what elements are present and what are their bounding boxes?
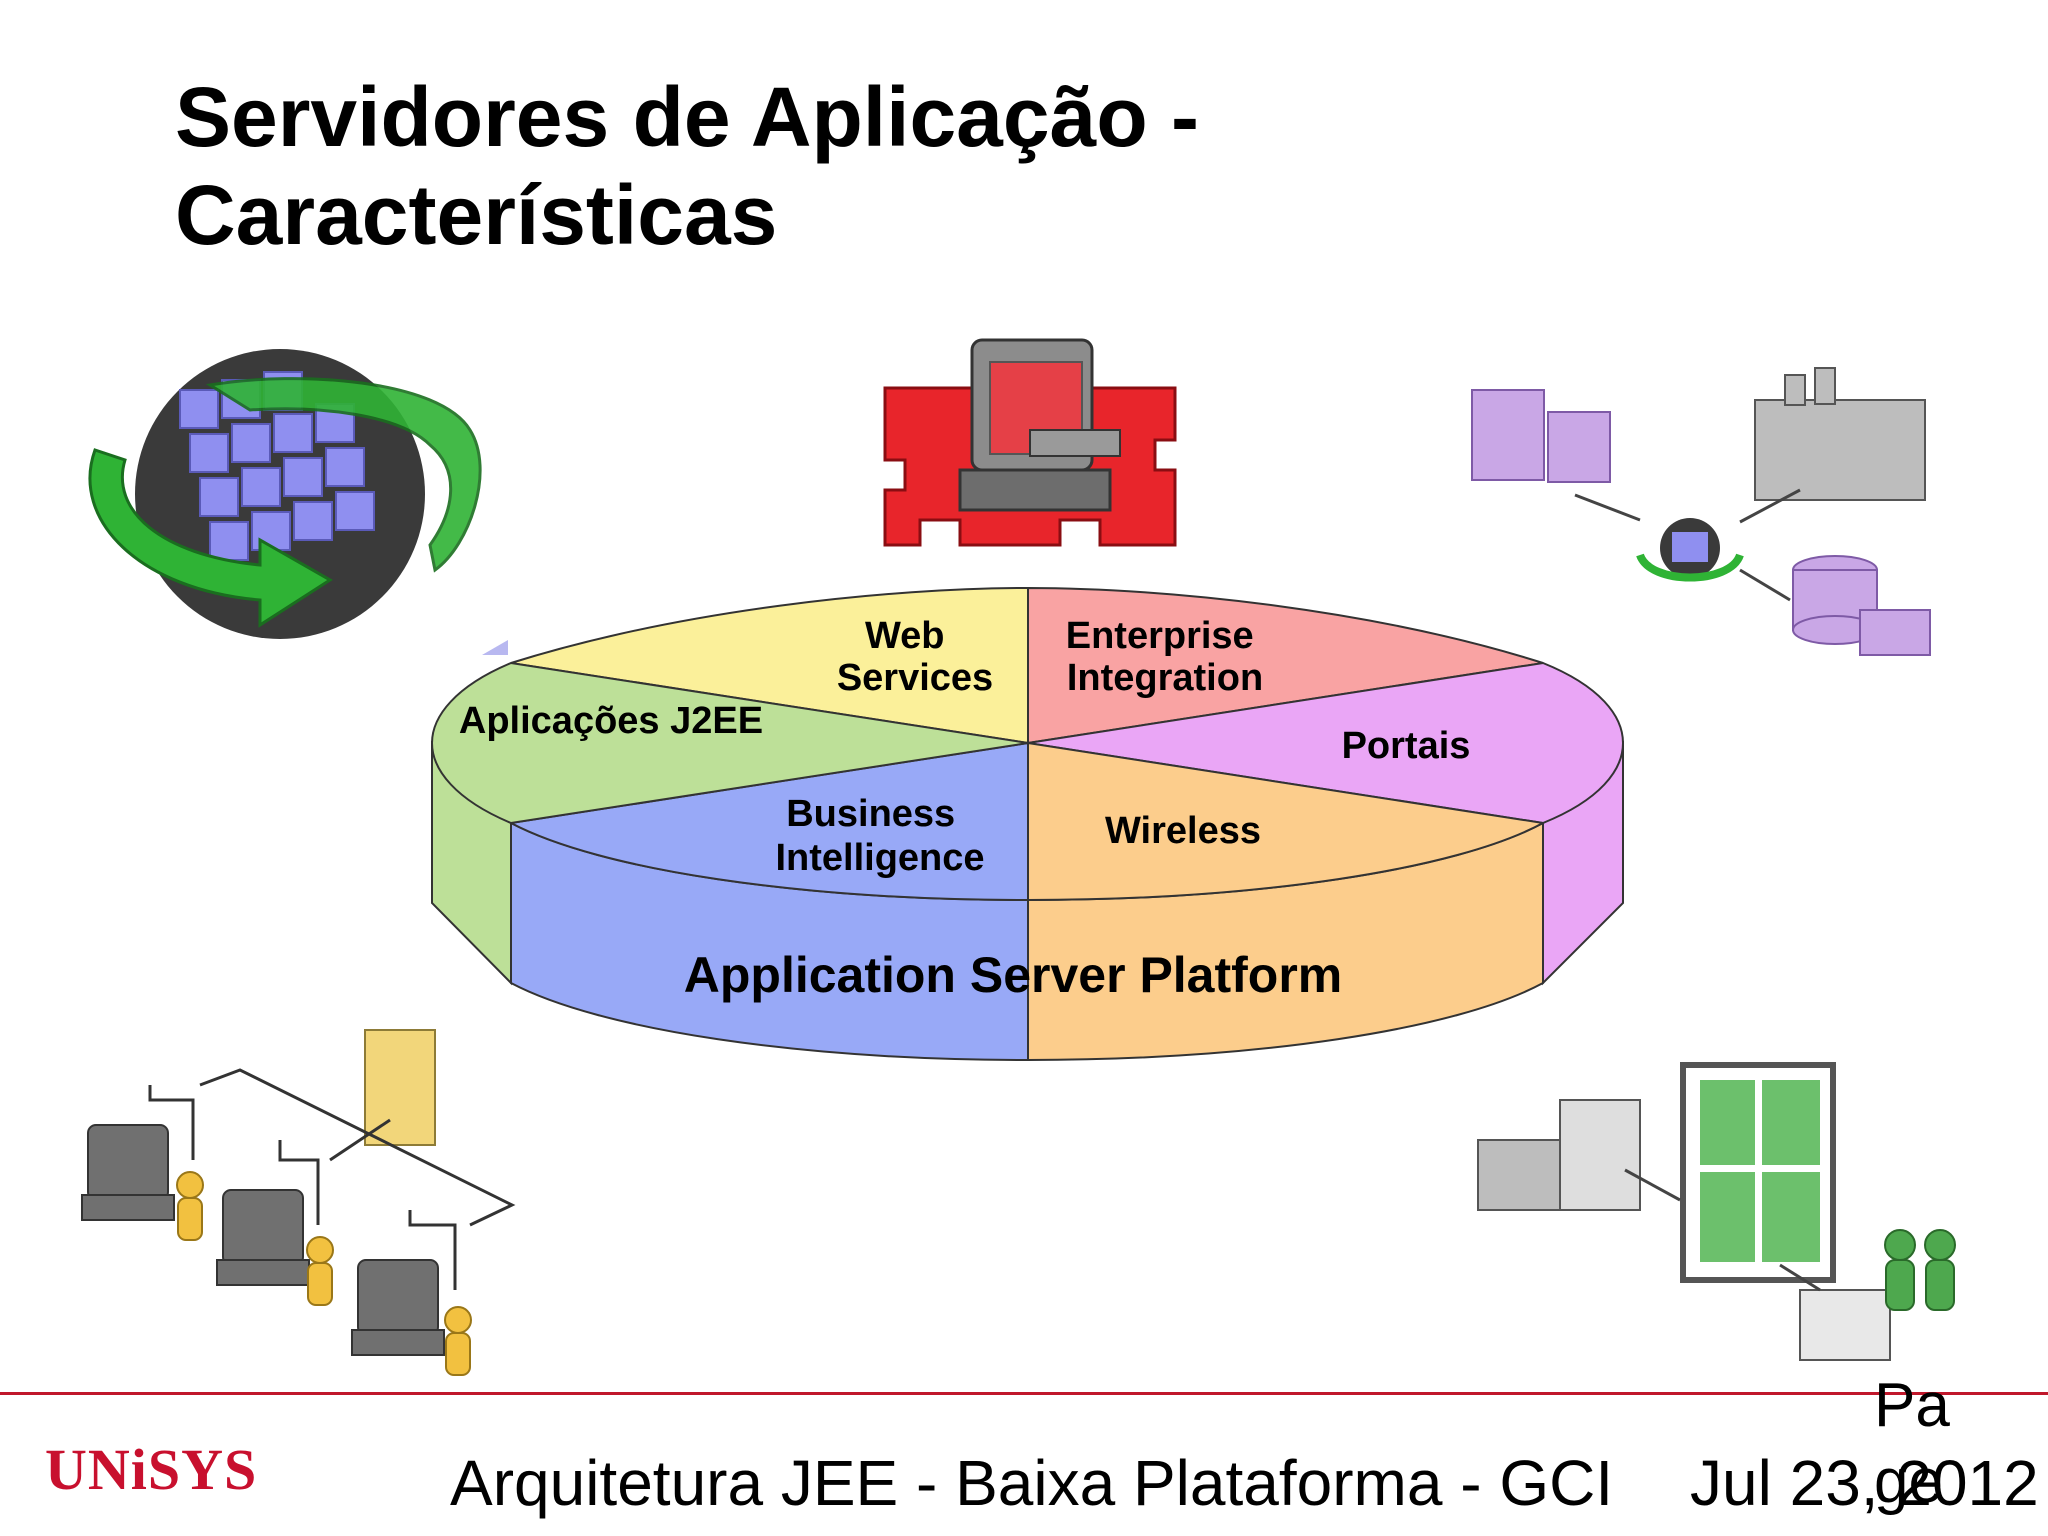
footer-date: Jul 23, 2012 bbox=[1690, 1447, 2039, 1519]
title-line-1: Servidores de Aplicação - bbox=[175, 70, 1199, 164]
segment-web-services-label: Web Services bbox=[837, 615, 993, 699]
footer-divider bbox=[0, 1392, 2048, 1395]
slide-title: Servidores de Aplicação - Característica… bbox=[175, 68, 1199, 264]
platform-cylinder bbox=[430, 586, 1625, 1062]
title-line-2: Características bbox=[175, 168, 778, 262]
enterprise-network-icon bbox=[1471, 367, 1931, 656]
footer-page-label: Pa ge bbox=[1874, 1371, 1950, 1516]
segment-wireless-label: Wireless bbox=[1105, 810, 1261, 852]
computer-puzzle-icon bbox=[883, 338, 1177, 547]
networked-computers-icon bbox=[81, 1029, 516, 1376]
footer-presentation-title: Arquitetura JEE - Baixa Plataforma - GCI bbox=[450, 1447, 1614, 1519]
segment-enterprise-integration-label: Enterprise Integration bbox=[1066, 615, 1265, 699]
globe-cube-icon bbox=[88, 349, 482, 639]
platform-base-label: Application Server Platform bbox=[684, 947, 1343, 1003]
segment-business-intelligence-label: Business Intelligence bbox=[775, 793, 984, 879]
platform-diagram: Web Services Enterprise Integration Port… bbox=[81, 338, 1956, 1376]
segment-aplicacoes-j2ee-label: Aplicações J2EE bbox=[459, 700, 763, 742]
dashboard-monitor-icon bbox=[1477, 1062, 1956, 1361]
segment-portais-label: Portais bbox=[1342, 725, 1471, 767]
unisys-logo: UNiSYS bbox=[45, 1437, 258, 1502]
